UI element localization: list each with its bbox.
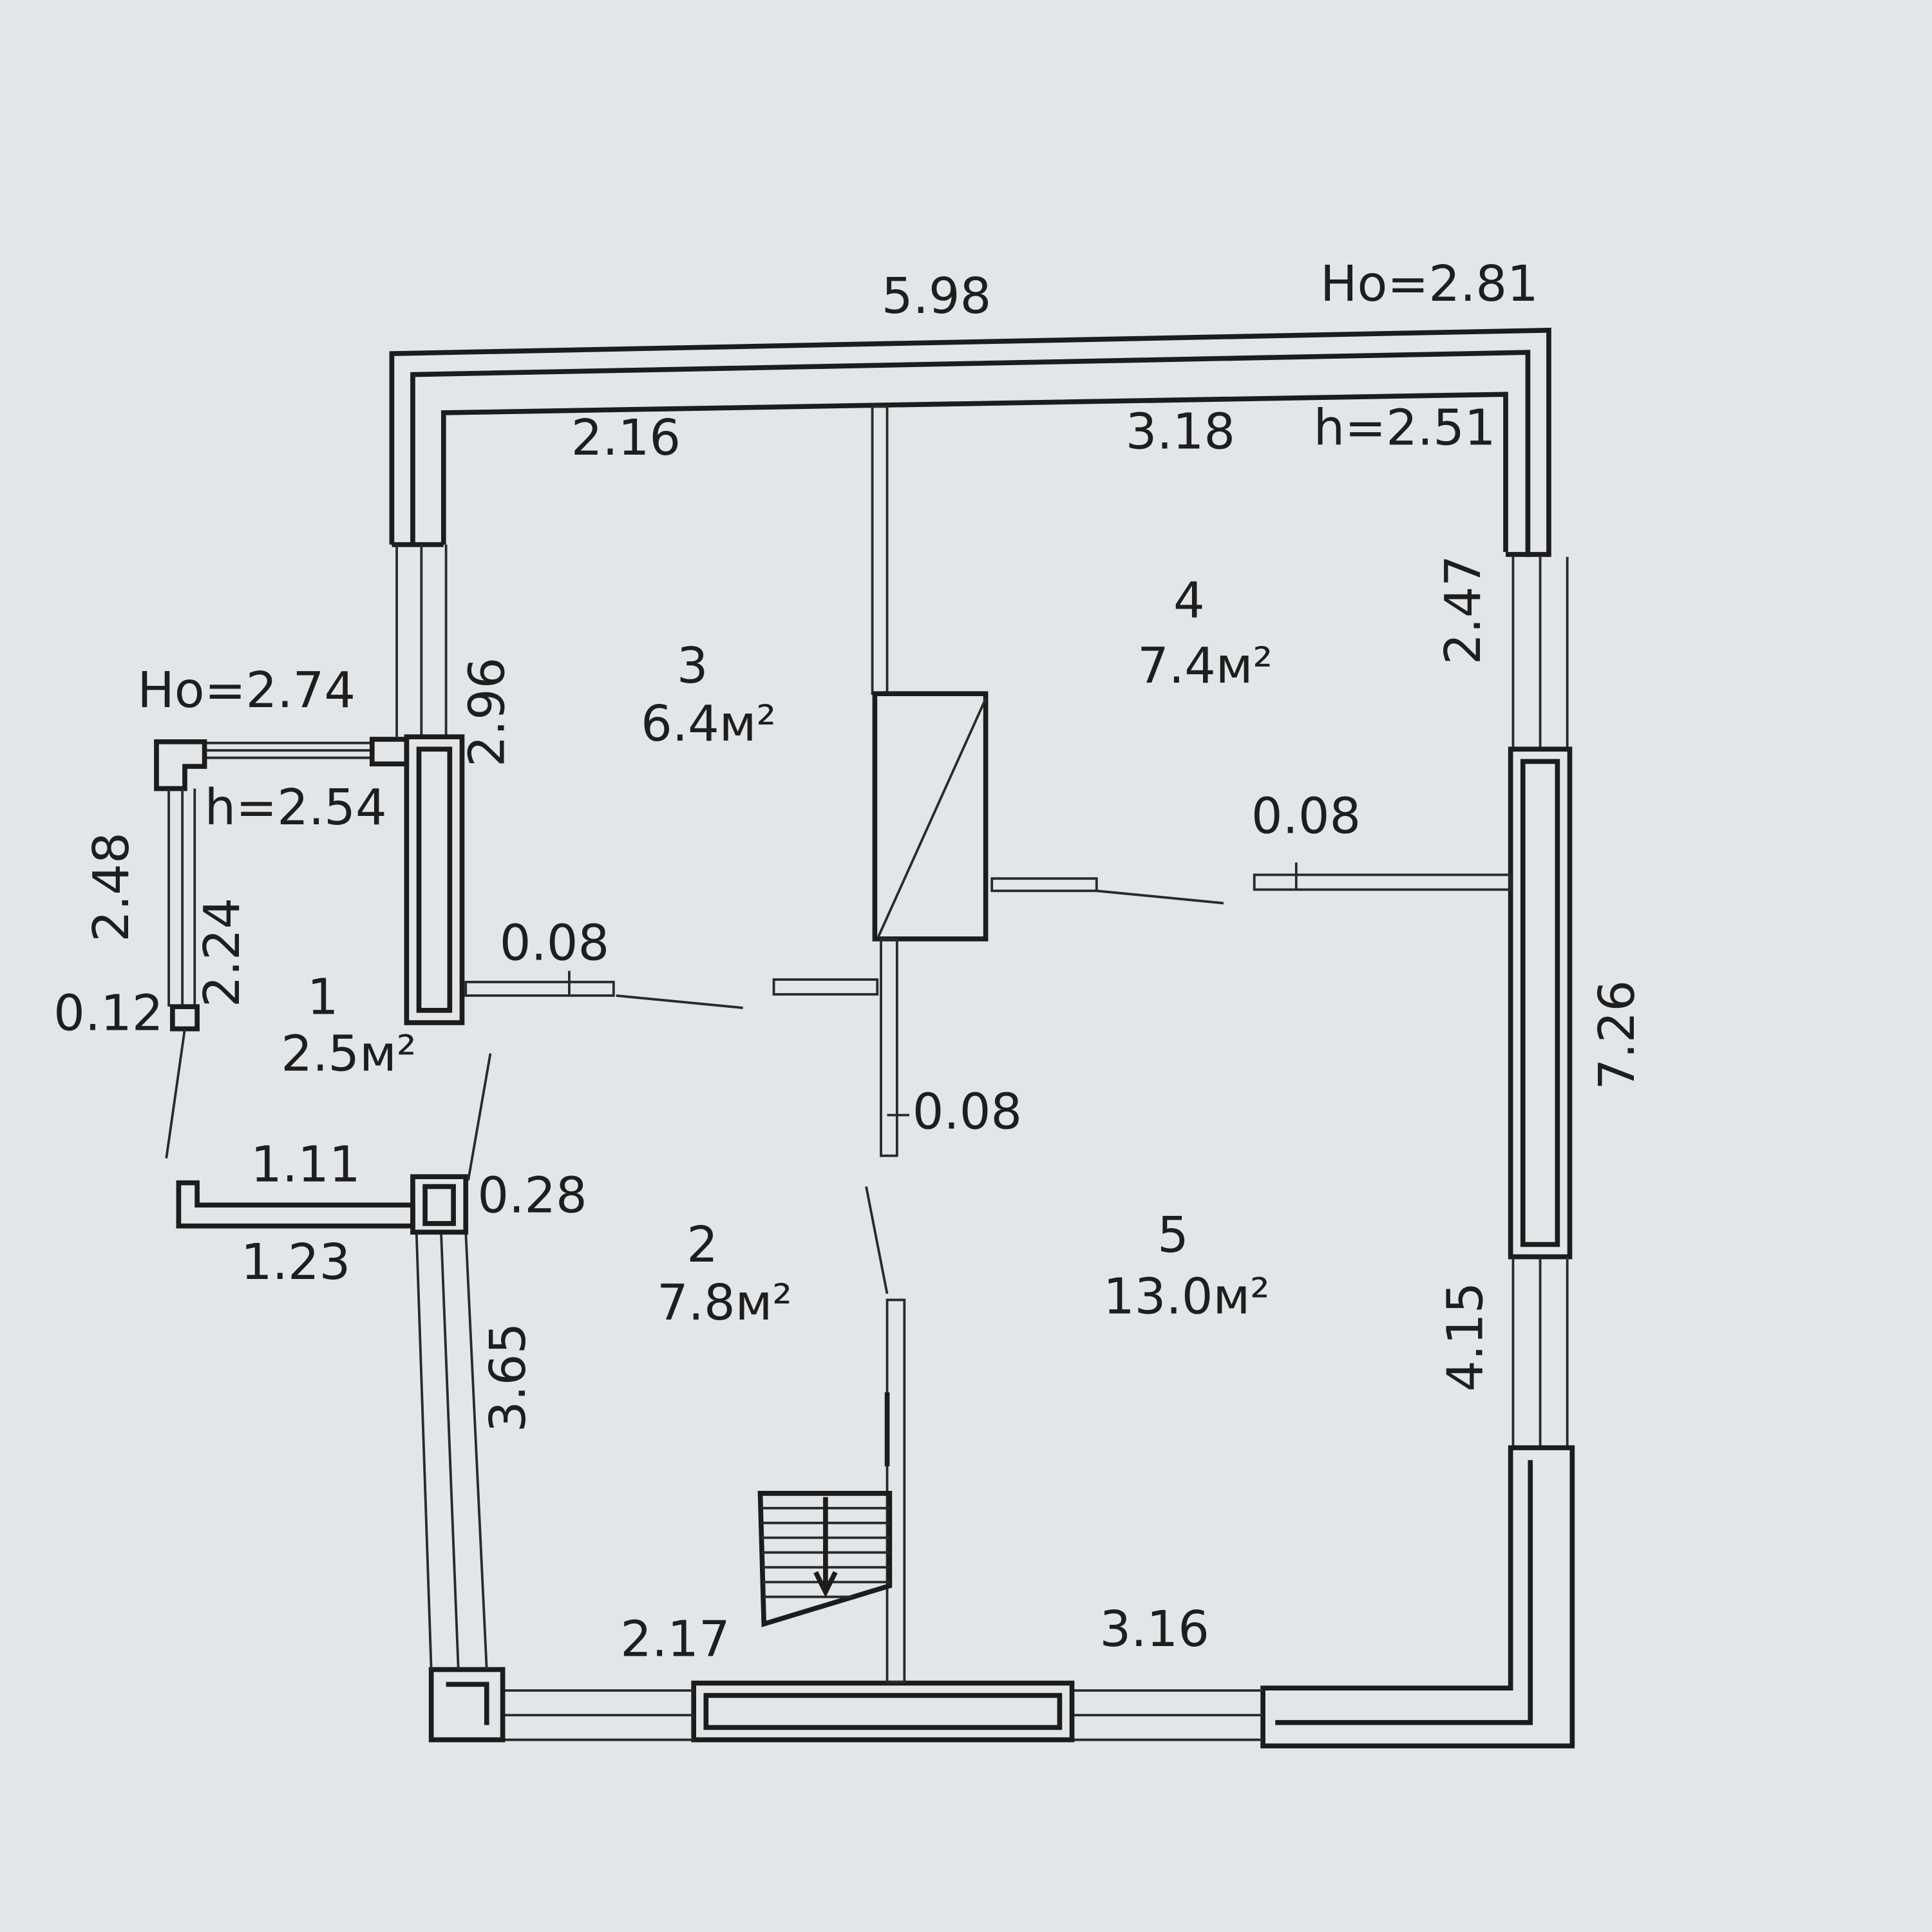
chimney: [872, 691, 989, 942]
porch-outer-width: 1.23: [241, 1234, 350, 1291]
porch-inner-height: 2.24: [194, 898, 251, 1007]
right-total: 7.26: [1589, 980, 1646, 1090]
room2-height: 3.65: [480, 1323, 537, 1432]
room2-width: 2.17: [620, 1611, 730, 1668]
porch-ho: Ho=2.74: [137, 662, 355, 719]
porch-outer-height: 2.48: [83, 832, 140, 942]
partition-4-5: 0.08: [1251, 788, 1361, 845]
outer-h: h=2.51: [1314, 400, 1496, 457]
room3-width: 2.16: [571, 410, 681, 467]
porch-offset: 0.28: [477, 1168, 587, 1225]
porch-wall: 0.12: [53, 985, 163, 1042]
interior-walls: [464, 405, 1512, 1683]
room5-height: 4.15: [1437, 1282, 1495, 1392]
outer-width: 5.98: [882, 268, 991, 325]
porch-h: h=2.54: [205, 779, 387, 837]
room4-height: 2.47: [1435, 555, 1492, 665]
outer-walls: [389, 327, 1575, 1748]
outer-ho: Ho=2.81: [1320, 256, 1539, 313]
room3-number: 3: [677, 638, 708, 695]
partition-3-1: 0.08: [500, 914, 609, 972]
partition-2-5: 0.08: [913, 1083, 1022, 1141]
room4-width: 3.18: [1126, 403, 1235, 460]
room5-width: 3.16: [1100, 1601, 1209, 1658]
stairs: [757, 1491, 893, 1627]
room4-area: 7.4м²: [1137, 638, 1273, 695]
room1-number: 1: [307, 969, 339, 1027]
room2-number: 2: [687, 1217, 718, 1274]
porch-inner-width: 1.11: [251, 1137, 360, 1194]
room4-number: 4: [1173, 572, 1205, 629]
labels: 5.98 Ho=2.81 2.16 3.18 h=2.51 2.47 4 7.4…: [53, 256, 1646, 1669]
room1-area: 2.5м²: [281, 1026, 416, 1083]
porch: [154, 737, 492, 1235]
room3-height: 2.96: [459, 658, 516, 767]
room5-number: 5: [1157, 1207, 1189, 1264]
room2-area: 7.8м²: [657, 1274, 792, 1332]
room5-area: 13.0м²: [1103, 1268, 1270, 1325]
room3-area: 6.4м²: [641, 696, 776, 753]
